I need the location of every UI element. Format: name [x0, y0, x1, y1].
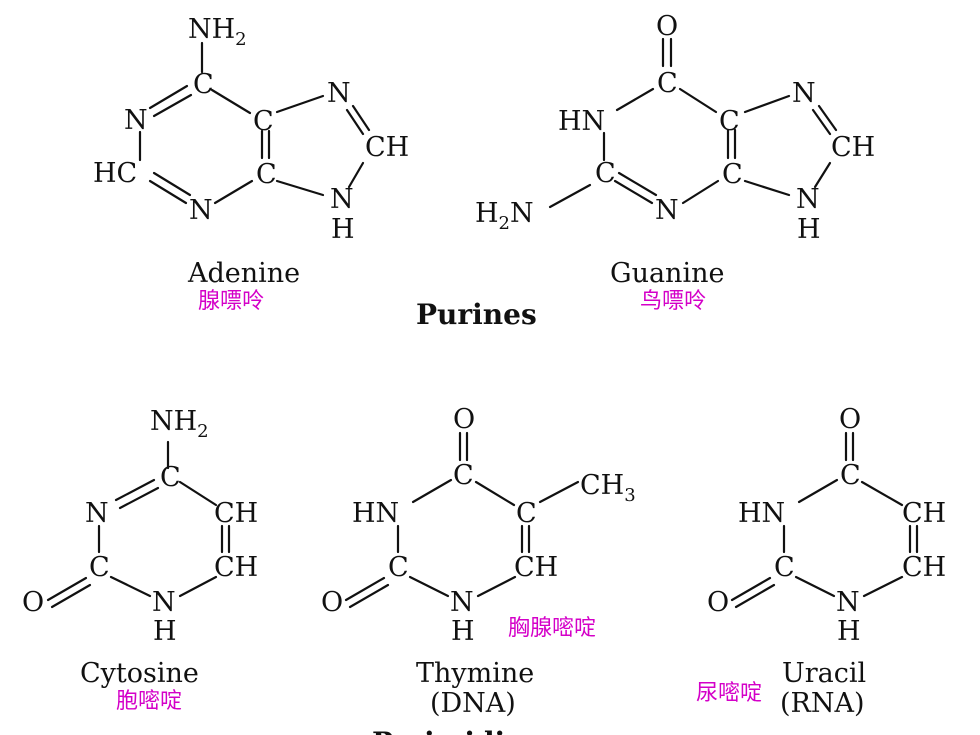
adenine-c2: HC [93, 158, 137, 189]
guanine-c6: C [657, 68, 678, 99]
thymine-o4: O [453, 404, 475, 435]
guanine-chinese-label: 鸟嘌呤 [640, 289, 706, 314]
thymine-n3: HN [352, 498, 399, 529]
thymine-ch3: CH3 [580, 470, 636, 506]
thymine-label: Thymine [416, 658, 534, 689]
adenine-n1: N [124, 105, 148, 136]
uracil-o2: O [707, 587, 729, 618]
uracil-c6: CH [902, 552, 946, 583]
cytosine-o: O [22, 587, 44, 618]
cytosine-chinese-label: 胞嘧啶 [116, 689, 182, 714]
cytosine-c6: CH [214, 552, 258, 583]
thymine-h1: H [451, 616, 475, 647]
uracil-structure: O C HN CH C CH O N H [707, 404, 946, 647]
uracil-chinese-label: 尿嘧啶 [696, 681, 762, 706]
guanine-c8: CH [831, 132, 875, 163]
thymine-o2: O [321, 587, 343, 618]
thymine-c2: C [388, 552, 409, 583]
purines-heading: Purines [416, 298, 537, 331]
uracil-c5: CH [902, 498, 946, 529]
guanine-nh2: H2N [475, 198, 534, 234]
uracil-n3: HN [738, 498, 785, 529]
pyrimidines-heading: Pyrimidines [372, 726, 559, 735]
adenine-structure: NH2 C N C N HC C CH N N H [93, 14, 409, 245]
adenine-c4: C [256, 159, 277, 190]
uracil-o4: O [839, 404, 861, 435]
guanine-n9: N [796, 184, 820, 215]
guanine-structure: O C HN C N C C CH H2N N N H [475, 11, 875, 245]
cytosine-c4: C [160, 462, 181, 493]
uracil-n1: N [836, 587, 860, 618]
thymine-n1: N [450, 587, 474, 618]
adenine-c5: C [253, 106, 274, 137]
guanine-c4: C [722, 159, 743, 190]
adenine-n9: N [330, 184, 354, 215]
adenine-c6: C [193, 69, 214, 100]
adenine-label: Adenine [187, 258, 300, 289]
thymine-c5: C [516, 498, 537, 529]
cytosine-c5: CH [214, 498, 258, 529]
guanine-c5: C [719, 106, 740, 137]
uracil-h1: H [837, 616, 861, 647]
cytosine-structure: NH2 C N CH C CH O N H [22, 406, 258, 647]
uracil-rna-note: (RNA) [780, 688, 865, 719]
thymine-chinese-label: 胸腺嘧啶 [508, 616, 596, 641]
cytosine-n3: N [85, 498, 109, 529]
adenine-h9: H [331, 214, 355, 245]
cytosine-n1: N [152, 587, 176, 618]
adenine-n3: N [189, 195, 213, 226]
adenine-nh2: NH2 [188, 14, 247, 50]
adenine-c8: CH [365, 132, 409, 163]
guanine-label: Guanine [610, 258, 724, 289]
thymine-c4: C [453, 460, 474, 491]
cytosine-h1: H [153, 616, 177, 647]
guanine-h9: H [797, 214, 821, 245]
guanine-o: O [656, 11, 678, 42]
thymine-c6: CH [514, 552, 558, 583]
thymine-structure: O C CH3 HN C C CH O N H [321, 404, 636, 647]
cytosine-nh2: NH2 [150, 406, 209, 442]
adenine-n7: N [327, 78, 351, 109]
guanine-n3: N [655, 195, 679, 226]
guanine-n1: HN [558, 106, 605, 137]
adenine-chinese-label: 腺嘌呤 [198, 289, 264, 314]
cytosine-label: Cytosine [80, 658, 199, 689]
guanine-c2: C [595, 158, 616, 189]
thymine-dna-note: (DNA) [430, 688, 516, 719]
uracil-c4: C [840, 460, 861, 491]
cytosine-c2: C [89, 552, 110, 583]
uracil-label: Uracil [782, 658, 866, 689]
guanine-n7: N [792, 78, 816, 109]
uracil-c2: C [774, 552, 795, 583]
